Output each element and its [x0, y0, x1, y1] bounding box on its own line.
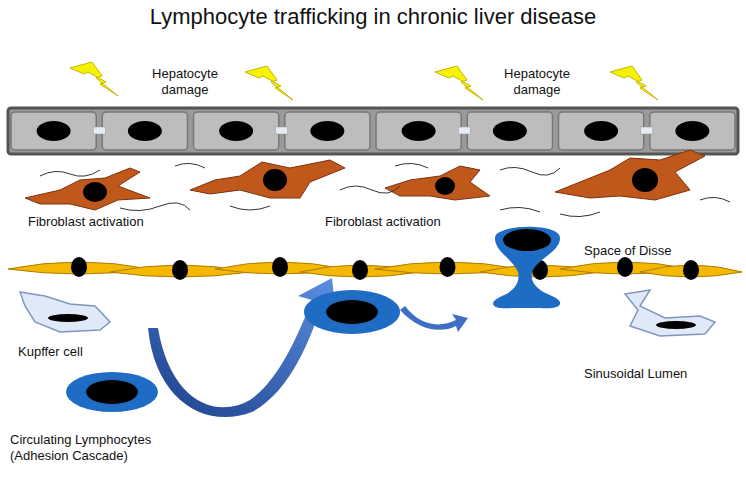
endothelial-cells — [8, 257, 742, 280]
lymphocytes — [66, 227, 560, 412]
space-label: Space of Disse — [584, 243, 734, 259]
kupffer-cells — [20, 290, 715, 336]
fibroblast-label: Fibroblast activation — [28, 214, 198, 230]
lymphocyte-label: Circulating Lymphocytes (Adhesion Cascad… — [10, 432, 185, 463]
fibroblasts — [25, 150, 705, 210]
lightning-bolts — [70, 62, 658, 100]
hepatocyte-row — [8, 108, 738, 154]
collagen-fibres — [40, 163, 730, 216]
migration-arrows — [148, 278, 468, 417]
damage-label: Hepatocyte damage — [140, 66, 230, 97]
diagram-title: Lymphocyte trafficking in chronic liver … — [0, 4, 746, 30]
damage-label: Hepatocyte damage — [492, 66, 582, 97]
kupffer-label: Kupffer cell — [18, 344, 138, 360]
lumen-label: Sinusoidal Lumen — [584, 366, 734, 382]
fibroblast-label: Fibroblast activation — [325, 214, 495, 230]
